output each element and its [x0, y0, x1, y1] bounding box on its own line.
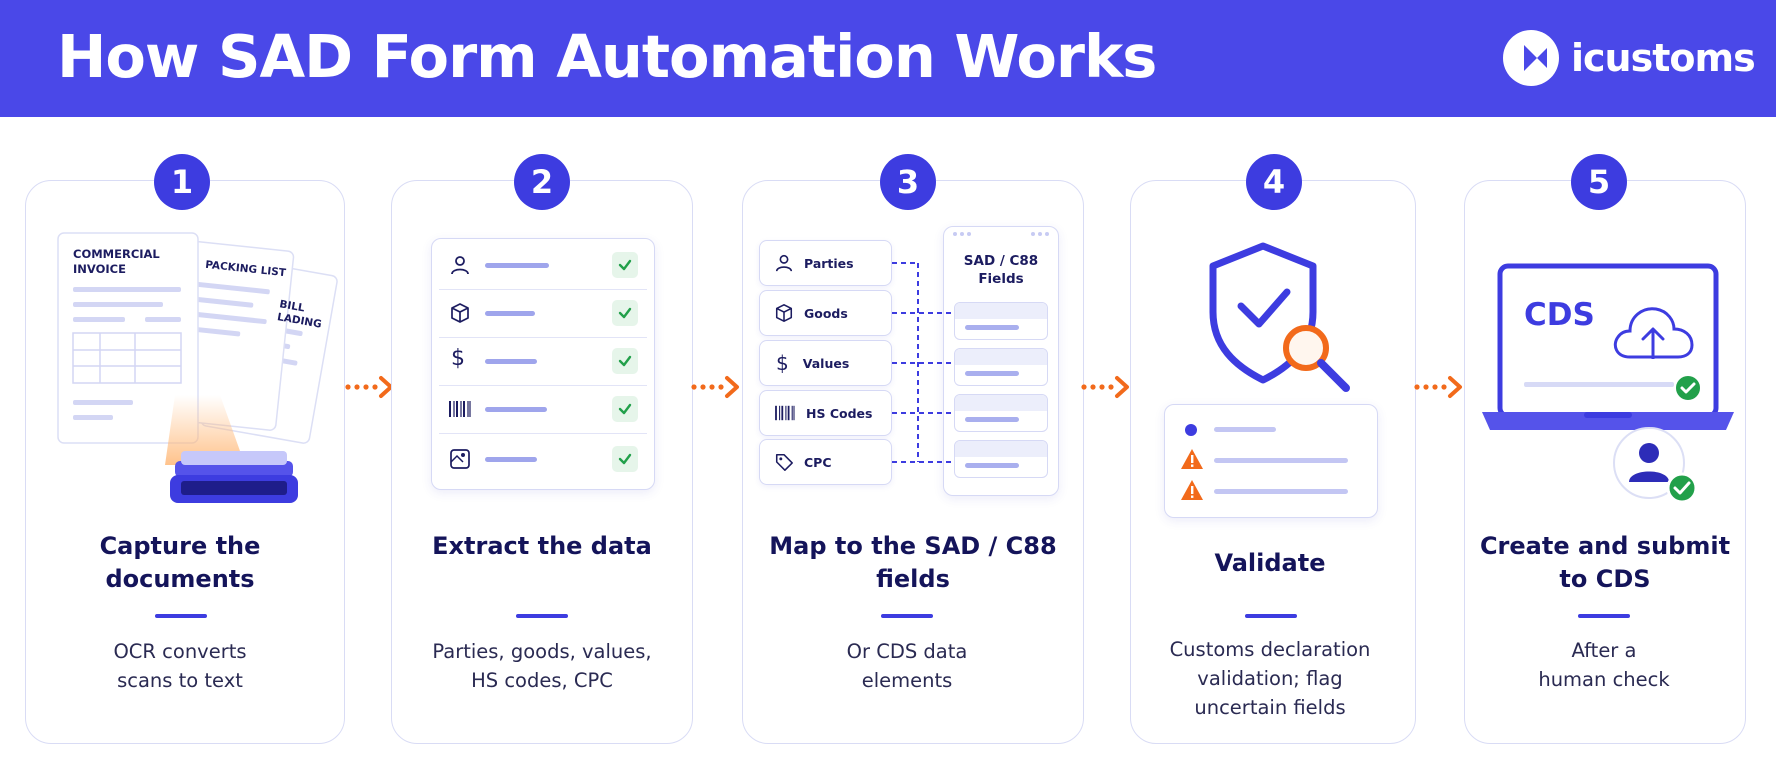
barcode-icon — [775, 405, 795, 421]
extracted-value-bar — [485, 359, 537, 364]
warning-icon — [1181, 480, 1203, 500]
barcode-icon — [449, 401, 471, 417]
check-icon — [612, 252, 638, 278]
sad-field-slot — [954, 302, 1048, 340]
row-divider — [439, 433, 647, 434]
warning-icon — [1181, 449, 1203, 469]
check-icon — [612, 446, 638, 472]
step-number-badge-1: 1 — [154, 154, 210, 210]
step-description-2: Parties, goods, values,HS codes, CPC — [432, 640, 652, 692]
check-icon — [612, 348, 638, 374]
source-field-hs-codes: HS Codes — [759, 390, 892, 436]
step-number-badge-3: 3 — [880, 154, 936, 210]
step-underline-3 — [881, 614, 933, 618]
source-field-label: HS Codes — [806, 405, 873, 421]
step-underline-2 — [516, 614, 568, 618]
header-banner: How SAD Form Automation Works icustoms — [0, 0, 1776, 117]
dollar-icon: $ — [451, 346, 465, 371]
user-avatar-icon — [1613, 427, 1698, 504]
flow-arrow-3 — [1081, 376, 1129, 398]
document-stack-illustration — [57, 232, 338, 503]
check-icon — [612, 396, 638, 422]
check-icon — [612, 300, 638, 326]
source-field-parties: Parties — [759, 240, 892, 286]
sad-field-slot — [954, 440, 1048, 478]
source-field-label: CPC — [804, 454, 832, 470]
cds-screen-text: CDS — [1524, 297, 1595, 333]
step-number-badge-4: 4 — [1246, 154, 1302, 210]
brand-logo: icustoms — [1503, 27, 1756, 89]
flow-arrow-2 — [691, 376, 739, 398]
source-field-goods: Goods — [759, 290, 892, 336]
row-divider — [439, 385, 647, 386]
sad-field-slot — [954, 394, 1048, 432]
source-field-label: Values — [802, 355, 850, 371]
box-icon — [451, 303, 469, 323]
dollar-icon: $ — [776, 351, 789, 375]
brand-name: icustoms — [1571, 36, 1756, 80]
tag-icon — [775, 453, 793, 471]
step-title-2: Extract the data — [432, 532, 652, 560]
flow-arrow-1 — [345, 376, 393, 398]
validation-bar — [1214, 458, 1348, 463]
validation-bar — [1214, 489, 1348, 494]
source-field-values: $ Values — [759, 340, 892, 386]
source-field-label: Parties — [804, 255, 854, 271]
extracted-value-bar — [485, 457, 537, 462]
window-dots-icon — [953, 232, 1049, 236]
flow-arrow-4 — [1414, 376, 1462, 398]
image-icon — [450, 449, 470, 469]
step-title-4: Validate — [1214, 549, 1326, 577]
step-number-badge-2: 2 — [514, 154, 570, 210]
extracted-value-bar — [485, 407, 547, 412]
step-underline-4 — [1245, 614, 1297, 618]
laptop-icon — [1482, 263, 1734, 430]
step-underline-5 — [1578, 614, 1630, 618]
validation-bar — [1214, 427, 1276, 432]
box-icon — [775, 304, 793, 322]
magnifier-icon — [1283, 325, 1350, 392]
source-field-cpc: CPC — [759, 439, 892, 485]
step-underline-1 — [155, 614, 207, 618]
check-circle-icon — [1674, 374, 1702, 402]
sad-field-slot — [954, 348, 1048, 386]
icustoms-logo-icon — [1503, 30, 1559, 86]
page-title: How SAD Form Automation Works — [57, 22, 1157, 91]
row-divider — [439, 337, 647, 338]
commercial-invoice-label: COMMERCIAL INVOICE — [73, 247, 160, 276]
person-icon — [451, 256, 469, 275]
status-dot — [1185, 424, 1197, 436]
extracted-value-bar — [485, 263, 549, 268]
extracted-value-bar — [485, 311, 535, 316]
source-field-label: Goods — [804, 305, 848, 321]
person-icon — [775, 254, 793, 272]
mapping-connectors — [892, 262, 954, 463]
step-number-badge-5: 5 — [1571, 154, 1627, 210]
row-divider — [439, 289, 647, 290]
cloud-upload-icon — [1613, 307, 1694, 359]
